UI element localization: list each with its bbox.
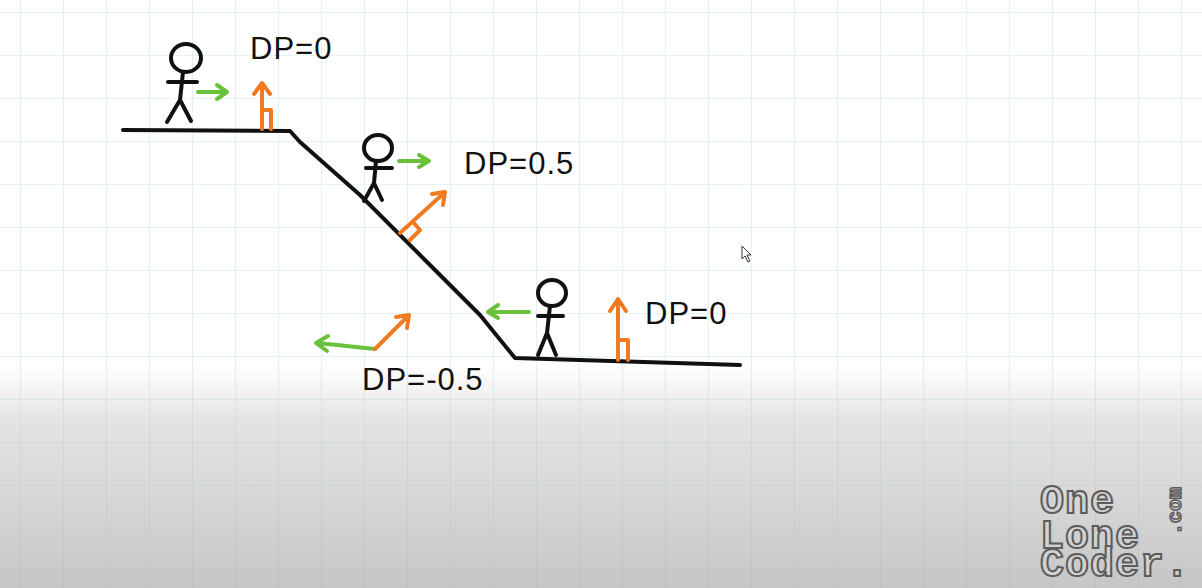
watermark: Coder. — [1040, 546, 1190, 586]
dot-product-label: DP=0 — [250, 33, 332, 64]
dot-product-label: DP=0.5 — [464, 148, 574, 179]
dot-product-label: DP=0 — [645, 298, 727, 329]
watermark: One — [1040, 483, 1115, 523]
dot-product-label: DP=-0.5 — [362, 364, 484, 395]
watermark: .com — [1166, 487, 1186, 535]
